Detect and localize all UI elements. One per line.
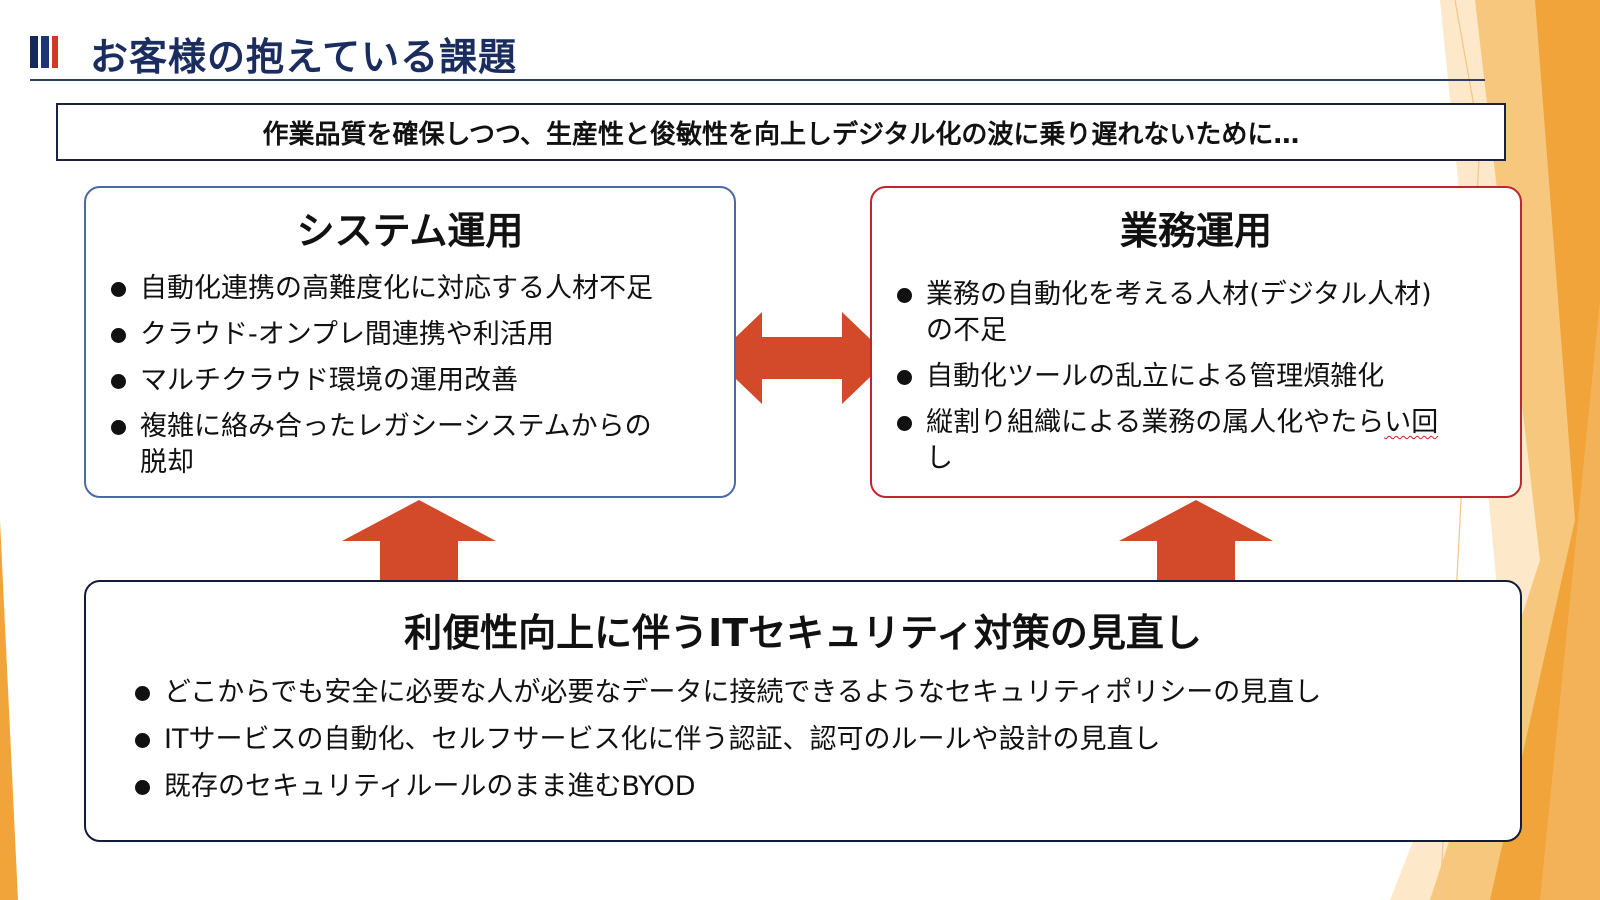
security-review-panel: 利便性向上に伴うITセキュリティ対策の見直し どこからでも安全に必要な人が必要な… [84, 580, 1522, 842]
business-operations-title: 業務運用 [1119, 209, 1272, 253]
spellcheck-underline: い回 [1384, 407, 1439, 438]
list-item: クラウド-オンプレ間連携や利活用 [86, 317, 734, 353]
title-accent-bars-icon [30, 36, 58, 68]
decor-left-sliver [0, 520, 18, 900]
list-item: 既存のセキュリティルールのまま進むBYOD [110, 769, 1520, 805]
page-title: お客様の抱えている課題 [90, 35, 518, 79]
business-operations-panel: 業務運用 業務の自動化を考える人材(デジタル人材)の不足 自動化ツールの乱立によ… [870, 186, 1522, 498]
list-item: 自動化連携の高難度化に対応する人材不足 [86, 271, 734, 307]
list-item: 自動化ツールの乱立による管理煩雑化 [872, 359, 1520, 395]
title-divider [30, 79, 1485, 81]
list-item: 複雑に絡み合ったレガシーシステムからの脱却 [86, 409, 734, 481]
objective-banner: 作業品質を確保しつつ、生産性と俊敏性を向上しデジタル化の波に乗り遅れないために… [56, 103, 1506, 161]
list-item: どこからでも安全に必要な人が必要なデータに接続できるようなセキュリティポリシーの… [110, 675, 1520, 711]
business-operations-list: 業務の自動化を考える人材(デジタル人材)の不足 自動化ツールの乱立による管理煩雑… [872, 277, 1520, 477]
list-item: マルチクラウド環境の運用改善 [86, 363, 734, 399]
list-item: ITサービスの自動化、セルフサービス化に伴う認証、認可のルールや設計の見直し [110, 722, 1520, 758]
security-review-list: どこからでも安全に必要な人が必要なデータに接続できるようなセキュリティポリシーの… [86, 675, 1520, 805]
system-operations-list: 自動化連携の高難度化に対応する人材不足 クラウド-オンプレ間連携や利活用 マルチ… [86, 271, 734, 481]
system-operations-title: システム運用 [296, 209, 524, 253]
list-item: 業務の自動化を考える人材(デジタル人材)の不足 [872, 277, 1520, 349]
system-operations-panel: システム運用 自動化連携の高難度化に対応する人材不足 クラウド-オンプレ間連携や… [84, 186, 736, 498]
list-item: 縦割り組織による業務の属人化やたらい回し [872, 405, 1520, 477]
security-review-title: 利便性向上に伴うITセキュリティ対策の見直し [404, 611, 1202, 655]
decor-accent-facet [1540, 300, 1600, 900]
